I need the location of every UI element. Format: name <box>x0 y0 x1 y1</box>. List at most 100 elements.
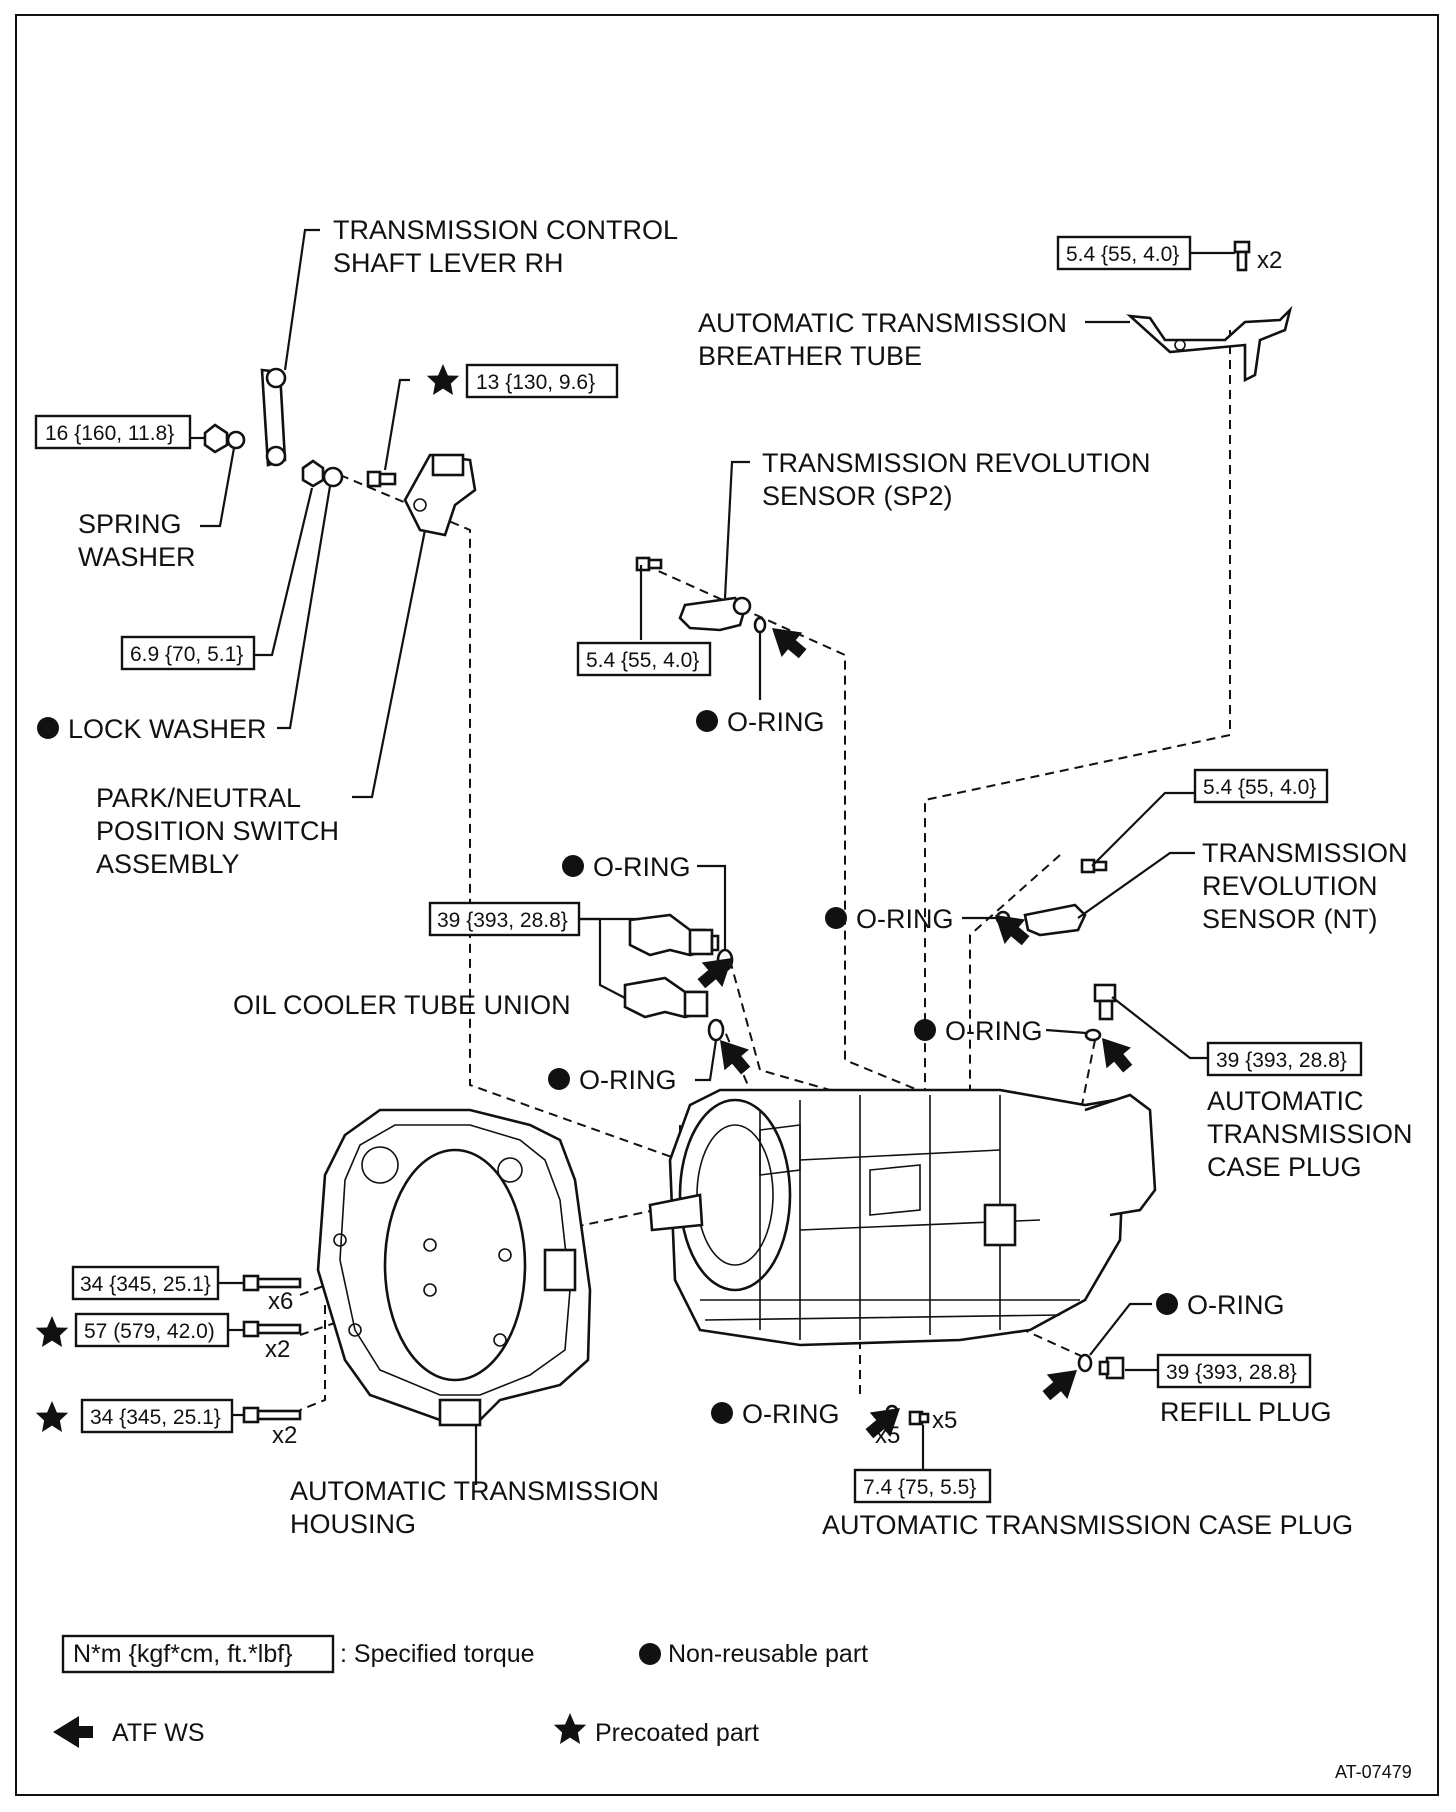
figure-frame <box>15 14 1439 1796</box>
precoated-star-icon <box>35 1401 69 1432</box>
lever-nut-and-lock-washer <box>301 459 344 488</box>
sensor-nt-label-line3: SENSOR (NT) <box>1202 904 1378 934</box>
oil-cooler-union-upper <box>628 913 720 957</box>
leader-lines <box>190 228 1235 1485</box>
torque-housing-bolt-3: 34 {345, 25.1} <box>35 1398 234 1434</box>
pn-switch-label-line1: PARK/NEUTRAL <box>96 783 301 813</box>
figure-id: AT-07479 <box>1335 1762 1412 1782</box>
torque-sp2-bolt: 5.4 {55, 4.0} <box>576 641 712 677</box>
spring-washer-and-nut <box>203 423 246 454</box>
legend-nonreusable-text: Non-reusable part <box>668 1640 868 1668</box>
svg-text:13 {130, 9.6}: 13 {130, 9.6} <box>476 371 595 394</box>
sensor-nt <box>1023 903 1087 937</box>
svg-text:6.9 {70, 5.1}: 6.9 {70, 5.1} <box>130 643 243 666</box>
breather-bolt <box>1233 240 1251 272</box>
legend-torque-box <box>61 1634 335 1674</box>
automatic-transmission-housing <box>316 1108 592 1427</box>
legend-non-reusable-dot-icon <box>639 1643 661 1665</box>
breather-tube <box>1126 305 1293 383</box>
union-bottom-oring-label: O-RING <box>579 1065 677 1095</box>
union-top-oring-label: O-RING <box>593 852 691 882</box>
torque-lever-nut: 6.9 {70, 5.1} <box>120 635 256 671</box>
sp2-oring <box>753 616 767 634</box>
legend-torque-text: : Specified torque <box>340 1640 535 1668</box>
svg-text:39 {393, 28.8}: 39 {393, 28.8} <box>1166 1361 1297 1384</box>
oil-cooler-union-lower <box>623 976 709 1019</box>
breather-tube-label-line1: AUTOMATIC TRANSMISSION <box>698 308 1067 338</box>
housing-1-count: x6 <box>268 1288 293 1315</box>
sp2-oring-label: O-RING <box>727 707 825 737</box>
sensor-sp2 <box>678 596 752 632</box>
legend-torque-box-text: N*m {kgf*cm, ft.*lbf} <box>73 1640 293 1668</box>
refill-oring-dot-icon <box>1156 1293 1178 1315</box>
shaft-lever-label-line2: SHAFT LEVER RH <box>333 248 564 278</box>
legend-atf-arrow-icon <box>53 1716 93 1748</box>
sensor-nt-label-line2: REVOLUTION <box>1202 871 1378 901</box>
case-plug-right-label-line2: TRANSMISSION <box>1207 1119 1413 1149</box>
lock-washer-non-reusable-dot-icon <box>37 717 59 739</box>
torque-case-plug-right: 39 {393, 28.8} <box>1206 1041 1363 1077</box>
torque-pn-switch-bolt: 13 {130, 9.6} <box>426 363 619 399</box>
sensor-sp2-label-line2: SENSOR (SP2) <box>762 481 953 511</box>
refill-oring-label: O-RING <box>1187 1290 1285 1320</box>
torque-housing-bolt-1: 34 {345, 25.1} <box>71 1265 220 1301</box>
case-plug-right-oring <box>1084 1028 1102 1042</box>
breather-count: x2 <box>1257 247 1282 274</box>
housing-label-line2: HOUSING <box>290 1509 416 1539</box>
spring-washer-label-line2: WASHER <box>78 542 196 572</box>
torque-nt-bolt: 5.4 {55, 4.0} <box>1193 768 1329 804</box>
bottom-plug-count: x5 <box>932 1407 957 1434</box>
housing-label-line1: AUTOMATIC TRANSMISSION <box>290 1476 659 1506</box>
sensor-sp2-label-line1: TRANSMISSION REVOLUTION <box>762 448 1151 478</box>
case-plug-right-label-line1: AUTOMATIC <box>1207 1086 1364 1116</box>
case-plug-right <box>1093 983 1117 1021</box>
bottom-oring-dot-icon <box>711 1402 733 1424</box>
torque-union: 39 {393, 28.8} <box>428 901 581 937</box>
case-plug-oring-dot-icon <box>914 1019 936 1041</box>
svg-text:39 {393, 28.8}: 39 {393, 28.8} <box>1216 1049 1347 1072</box>
nt-oring-dot-icon <box>825 907 847 929</box>
lock-washer-label: LOCK WASHER <box>68 714 267 744</box>
pn-switch-bolt <box>366 470 397 488</box>
sensor-nt-label-line1: TRANSMISSION <box>1202 838 1408 868</box>
torque-case-plug-bottom: 7.4 {75, 5.5} <box>853 1468 992 1504</box>
torque-housing-bolt-2: 57 (579, 42.0) <box>35 1312 230 1348</box>
oil-cooler-union-label: OIL COOLER TUBE UNION <box>233 990 571 1020</box>
refill-plug <box>1098 1356 1125 1380</box>
case-plug-bottom-label: AUTOMATIC TRANSMISSION CASE PLUG <box>822 1510 1353 1540</box>
refill-oring <box>1077 1353 1093 1373</box>
torque-shaft-lever-nut: 16 {160, 11.8} <box>34 414 192 450</box>
svg-text:57 (579, 42.0): 57 (579, 42.0) <box>84 1320 215 1343</box>
housing-2-count: x2 <box>265 1336 290 1363</box>
housing-3-count: x2 <box>272 1422 297 1449</box>
svg-text:5.4 {55, 4.0}: 5.4 {55, 4.0} <box>1203 776 1316 799</box>
pn-switch-label-line2: POSITION SWITCH <box>96 816 339 846</box>
breather-tube-label-line2: BREATHER TUBE <box>698 341 922 371</box>
bottom-case-plug <box>908 1410 930 1426</box>
union-lower-oring <box>707 1018 725 1042</box>
sensor-nt-bolt <box>1080 858 1108 874</box>
shaft-lever-label-line1: TRANSMISSION CONTROL <box>333 215 678 245</box>
precoated-star-icon <box>35 1316 69 1347</box>
union-top-oring-dot-icon <box>562 855 584 877</box>
bottom-oring-label: O-RING <box>742 1399 840 1429</box>
refill-plug-label: REFILL PLUG <box>1160 1397 1332 1427</box>
union-bottom-oring-dot-icon <box>548 1068 570 1090</box>
case-plug-right-label-line3: CASE PLUG <box>1207 1152 1362 1182</box>
sp2-oring-non-reusable-dot-icon <box>696 710 718 732</box>
legend-precoated-star-icon <box>553 1713 587 1744</box>
legend-atf-text: ATF WS <box>112 1719 205 1747</box>
svg-text:5.4 {55, 4.0}: 5.4 {55, 4.0} <box>1066 243 1179 266</box>
pn-switch-label-line3: ASSEMBLY <box>96 849 240 879</box>
park-neutral-switch <box>403 453 477 537</box>
svg-text:34 {345, 25.1}: 34 {345, 25.1} <box>90 1406 221 1429</box>
torque-refill-plug: 39 {393, 28.8} <box>1156 1353 1312 1389</box>
precoated-star-icon <box>426 364 460 395</box>
legend-precoated-text: Precoated part <box>595 1719 759 1747</box>
nt-oring-label: O-RING <box>856 904 954 934</box>
spring-washer-label-line1: SPRING <box>78 509 182 539</box>
svg-text:5.4 {55, 4.0}: 5.4 {55, 4.0} <box>586 649 699 672</box>
shaft-lever-rh <box>260 367 287 467</box>
svg-text:7.4 {75, 5.5}: 7.4 {75, 5.5} <box>863 1476 976 1499</box>
